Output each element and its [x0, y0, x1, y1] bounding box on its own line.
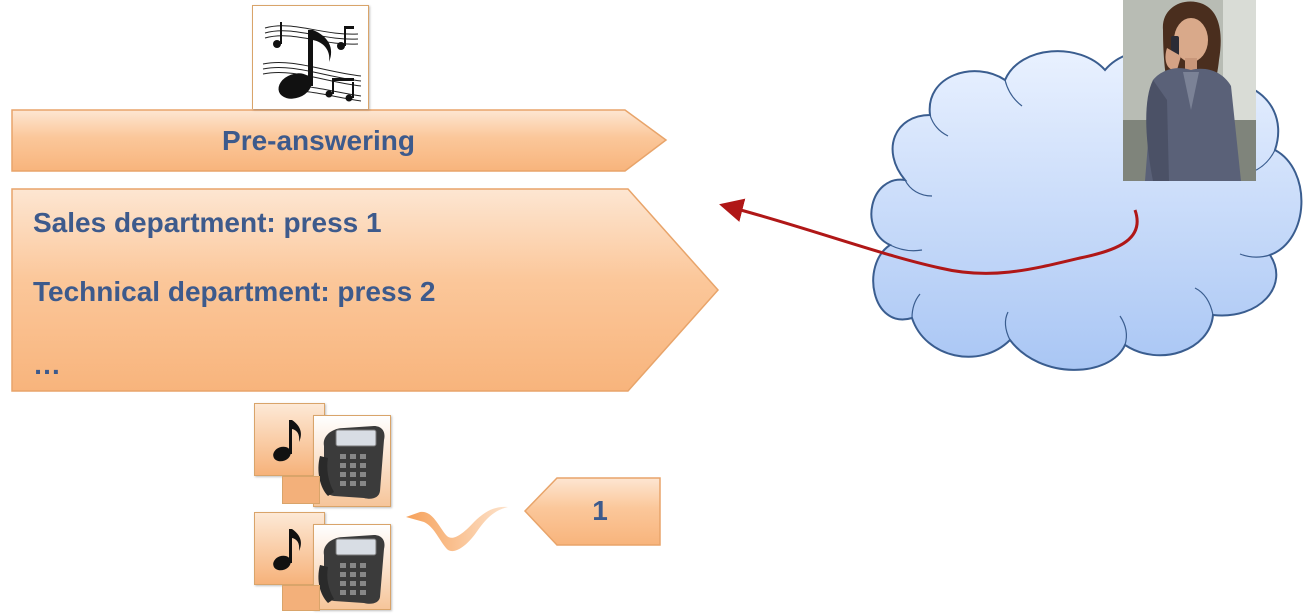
menu-banner [11, 188, 720, 392]
menu-line-more: … [33, 349, 61, 380]
pre-answering-banner [11, 109, 668, 172]
phone-tile-1-base [282, 476, 320, 504]
call-arrow [719, 198, 1139, 275]
woman-on-phone-photo [1123, 0, 1256, 181]
eighth-note-icon [255, 513, 324, 584]
eighth-note-icon [255, 404, 324, 475]
caller-photo [1123, 0, 1256, 181]
phone-tile-2-base [282, 585, 320, 611]
swoosh-arrow [406, 506, 508, 552]
music-notes-icon [262, 22, 362, 102]
desk-phone-icon [314, 525, 390, 609]
menu-line-technical: Technical department: press 2 [33, 276, 436, 307]
desk-phone-tile-2 [313, 524, 391, 610]
desk-phone-icon [314, 416, 390, 506]
key-press-label: 1 [592, 495, 608, 526]
menu-line-sales: Sales department: press 1 [33, 207, 382, 238]
desk-phone-tile-1 [313, 415, 391, 507]
pre-answering-label: Pre-answering [222, 125, 415, 156]
key-press-box [523, 477, 661, 546]
music-sheet-tile [252, 5, 369, 109]
